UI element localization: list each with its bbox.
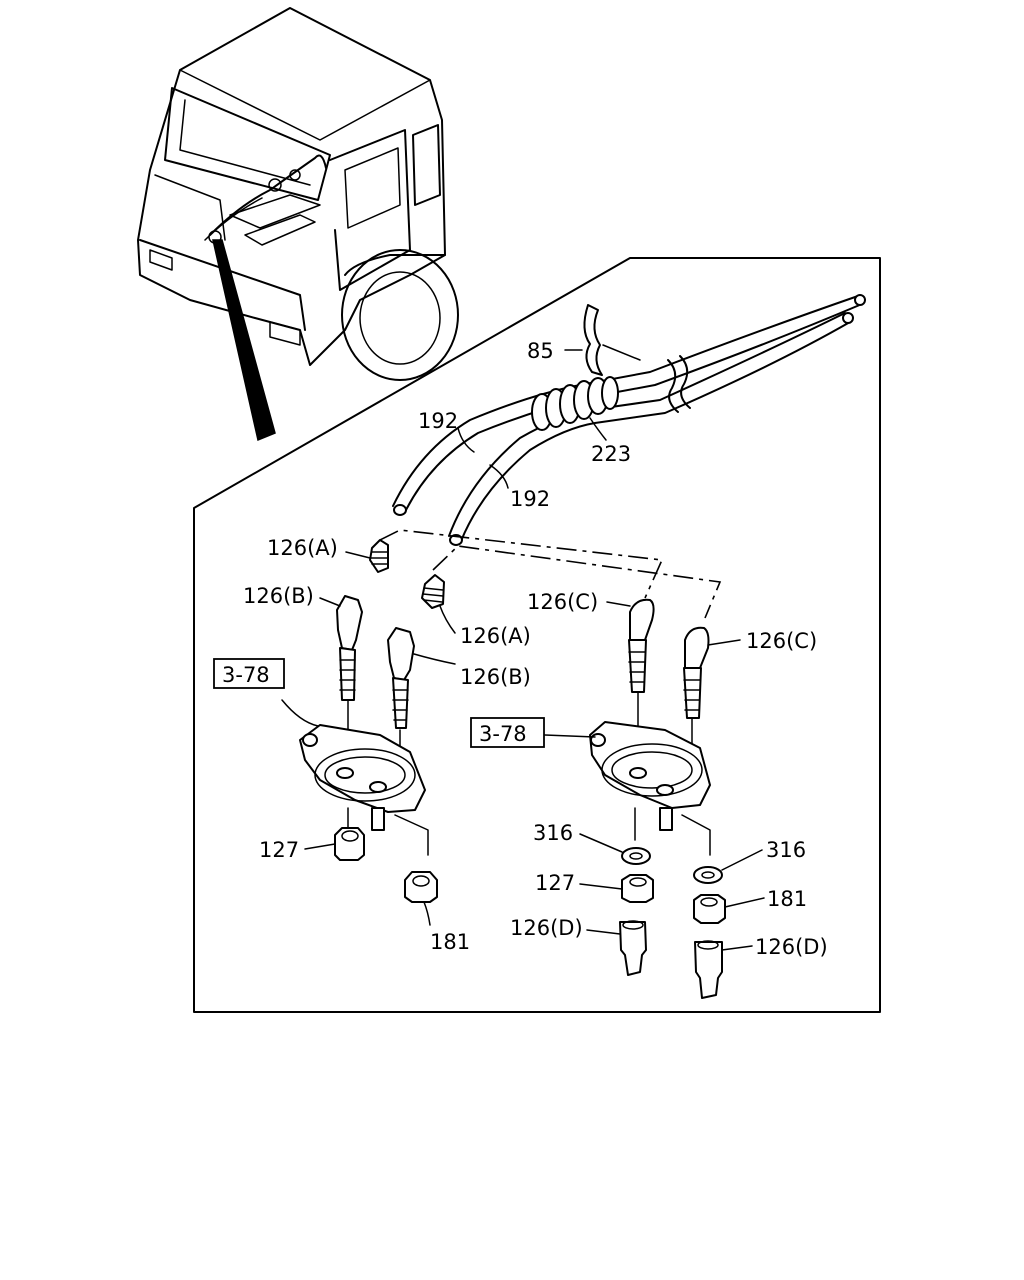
ref-box-left	[213, 658, 285, 689]
left-nut-127	[334, 827, 365, 861]
label-85: 85	[527, 339, 554, 363]
protector-sleeve	[531, 376, 619, 431]
label-126d-right: 126(D)	[755, 935, 828, 959]
left-connectors	[336, 539, 445, 753]
label-316-left: 316	[533, 821, 573, 845]
left-nut-181	[404, 871, 438, 903]
right-cap-126d-left	[619, 920, 647, 976]
truck-cab-illustration	[137, 7, 459, 442]
alignment-lines	[379, 529, 722, 619]
hose-assembly	[392, 294, 866, 546]
right-nut-127	[621, 874, 654, 903]
label-ref-right: 3-78	[479, 722, 527, 746]
label-127-left: 127	[259, 838, 299, 862]
right-washer-316-right	[693, 866, 723, 884]
label-126b-right: 126(B)	[460, 665, 531, 689]
right-nut-181	[693, 894, 726, 924]
right-cap-126d-right	[694, 940, 723, 999]
label-126a-left: 126(A)	[267, 536, 338, 560]
leader-lines	[281, 344, 765, 951]
label-192-lower: 192	[510, 487, 550, 511]
label-126a-right: 126(A)	[460, 624, 531, 648]
label-126c-left: 126(C)	[527, 590, 598, 614]
ref-box-right	[470, 717, 545, 748]
left-bracket	[299, 724, 429, 856]
label-127-right: 127	[535, 871, 575, 895]
part-85-symbol	[583, 304, 603, 376]
label-181-left: 181	[430, 930, 470, 954]
right-connectors	[628, 598, 710, 776]
label-316-right: 316	[766, 838, 806, 862]
detail-frame	[193, 257, 881, 1013]
label-126d-left: 126(D)	[510, 916, 583, 940]
label-181-right: 181	[767, 887, 807, 911]
label-ref-left: 3-78	[222, 663, 270, 687]
label-223: 223	[591, 442, 631, 466]
label-126b-left: 126(B)	[243, 584, 314, 608]
label-192-upper: 192	[418, 409, 458, 433]
label-126c-right: 126(C)	[746, 629, 817, 653]
right-washer-316-left	[621, 847, 651, 865]
